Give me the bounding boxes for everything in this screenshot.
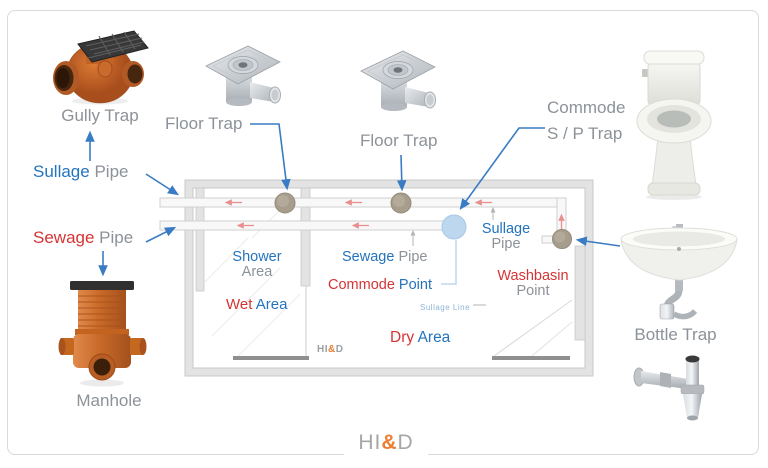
floor-trap-label-left: Floor Trap bbox=[165, 114, 243, 133]
label-arrows bbox=[85, 123, 621, 277]
sewage-rest: Pipe bbox=[99, 228, 134, 247]
sullage-word: Sullage bbox=[33, 162, 90, 181]
floor-trap-illustration-2 bbox=[360, 50, 436, 111]
sewage-plan-word2: Pipe bbox=[398, 249, 428, 265]
commode-point-leader bbox=[441, 240, 457, 285]
washbasin-illustration bbox=[620, 224, 738, 320]
arrow-commode-trap bbox=[459, 127, 545, 210]
plan-watermark: HI&D bbox=[317, 344, 343, 355]
manhole-label: Manhole bbox=[76, 391, 142, 410]
sullage-pipe-label: Sullage Pipe bbox=[33, 162, 128, 182]
sullage-pipe-plan-label: Sullage Pipe bbox=[478, 222, 534, 252]
sewage-pipe-line bbox=[159, 220, 449, 231]
arrow-sullage-to-pipe bbox=[145, 173, 180, 196]
commode-trap-label-line1: Commode bbox=[547, 98, 626, 117]
floor-trap-point-1 bbox=[274, 192, 296, 214]
wet-area-word: Area bbox=[255, 296, 288, 313]
floor-trap-illustration-1 bbox=[205, 45, 281, 106]
dry-area-word: Area bbox=[417, 329, 451, 346]
floor-trap-point-2 bbox=[390, 192, 412, 214]
gully-trap-label: Gully Trap bbox=[61, 106, 139, 125]
wet-area-label: Wet Area bbox=[226, 297, 287, 312]
footer-logo: HI&D bbox=[344, 431, 428, 455]
footer-logo-d: D bbox=[397, 431, 414, 454]
gully-trap-illustration bbox=[53, 30, 149, 105]
footer-logo-hi: HI bbox=[358, 431, 382, 454]
commode-point-marker bbox=[441, 214, 467, 240]
shower-area-label: Shower Area bbox=[226, 250, 288, 280]
sewage-plan-word1: Sewage bbox=[342, 249, 395, 265]
arrow-bottletrap-to-washbasin bbox=[575, 236, 621, 247]
washbasin-line2: Point bbox=[516, 283, 550, 299]
sewage-pipe-label: Sewage Pipe bbox=[33, 228, 133, 248]
watermark-amp: & bbox=[328, 344, 336, 355]
bottle-trap-illustration bbox=[633, 355, 705, 421]
shower-area-line1: Shower bbox=[232, 249, 282, 265]
arrow-sewage-to-pipe bbox=[145, 226, 177, 243]
commode-point-label: Commode Point bbox=[328, 278, 432, 293]
washbasin-point-marker bbox=[552, 229, 572, 249]
plan-leader-arrows bbox=[410, 207, 496, 306]
dry-word: Dry bbox=[390, 329, 415, 346]
arrow-floortrap1 bbox=[250, 123, 291, 191]
commode-illustration bbox=[636, 50, 712, 200]
watermark-d: D bbox=[335, 344, 344, 355]
sullage-plan-line1: Sullage bbox=[481, 221, 531, 237]
shower-area-line2: Area bbox=[241, 264, 273, 280]
arrow-floortrap2 bbox=[396, 154, 407, 192]
floor-trap-label-center: Floor Trap bbox=[360, 131, 438, 150]
sewage-word: Sewage bbox=[33, 228, 95, 247]
bottle-trap-label: Bottle Trap bbox=[634, 325, 717, 344]
pipe-flow-arrows bbox=[224, 199, 565, 230]
watermark-hi: HI bbox=[317, 344, 328, 355]
commode-point-word1: Commode bbox=[328, 277, 395, 293]
sullage-plan-line2: Pipe bbox=[491, 236, 521, 252]
wet-word: Wet bbox=[226, 296, 253, 313]
commode-trap-label-line2: S / P Trap bbox=[547, 124, 623, 143]
sullage-rest: Pipe bbox=[94, 162, 129, 181]
dry-area-label: Dry Area bbox=[390, 329, 451, 346]
manhole-illustration bbox=[58, 281, 147, 387]
commode-point-word2: Point bbox=[398, 277, 432, 293]
sullage-line-label: Sullage Line bbox=[420, 303, 471, 312]
washbasin-point-label: Washbasin Point bbox=[492, 269, 574, 299]
footer-logo-amp: & bbox=[381, 431, 398, 454]
door-thresholds bbox=[233, 356, 570, 360]
commode-trap-label: Commode S / P Trap bbox=[547, 95, 625, 147]
washbasin-line1: Washbasin bbox=[497, 268, 569, 284]
floor-tile-lines bbox=[204, 206, 573, 357]
sewage-pipe-plan-label: Sewage Pipe bbox=[342, 250, 427, 265]
